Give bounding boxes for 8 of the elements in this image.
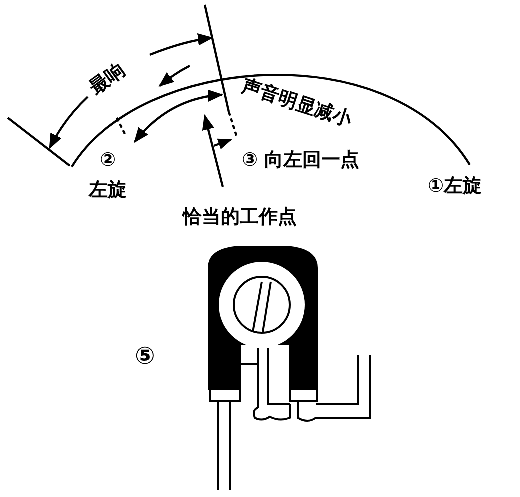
arc-label: 最响 (86, 60, 130, 99)
step-number: ② (100, 150, 116, 171)
step-number: ⑤ (135, 343, 156, 370)
step-label: 左旋 (89, 180, 127, 201)
step-label: ①左旋 (428, 176, 482, 197)
arc-label: 声音明显减小 (240, 76, 354, 132)
callout-label: 恰当的工作点 (183, 207, 297, 228)
step-label: ③ 向左回一点 (242, 150, 360, 171)
